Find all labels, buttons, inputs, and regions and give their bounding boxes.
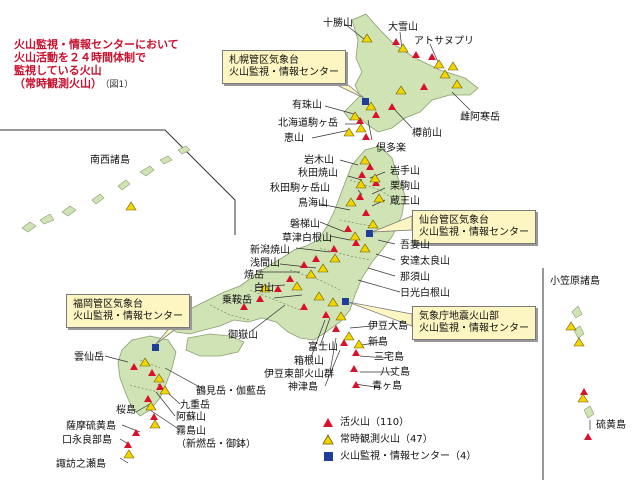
legend-monitored: 常時観測火山（47） (322, 431, 476, 448)
red-triangle-icon (323, 418, 333, 427)
label-iwojima: 硫黄島 (596, 420, 626, 431)
label-fuji: 富士山 (308, 342, 338, 353)
legend-active-label: 活火山（110） (340, 417, 410, 428)
label-taisetsu: 大雪山 (388, 22, 418, 33)
title-line-2: 火山活動を２４時間体制で (14, 51, 146, 64)
label-chokai: 鳥海山 (298, 198, 328, 209)
region-ogasawara: 小笠原諸島 (550, 276, 600, 287)
label-azuma: 吾妻山 (400, 240, 430, 251)
label-niigata-yakeyama: 新潟焼山 (250, 245, 290, 256)
title-line-3: 監視している火山 (14, 64, 102, 77)
callout-tokyo-line-1: 気象庁地震火山部 (419, 311, 499, 322)
label-usu: 有珠山 (292, 100, 322, 111)
label-izu-oshima: 伊豆大島 (368, 321, 408, 332)
ogasawara-islands (571, 305, 595, 419)
label-suwanosejima: 諏訪之瀬島 (56, 459, 106, 470)
label-asama: 浅間山 (250, 258, 280, 269)
monitored-volcano-markers (123, 33, 589, 459)
honshu-land (167, 145, 406, 341)
label-kuttara: 倶多楽 (376, 143, 406, 154)
label-nasu: 那須山 (400, 272, 430, 283)
label-shinmoe: （新燃岳・御鉢） (176, 439, 256, 450)
label-izu-tobu: 伊豆東部火山群 (264, 369, 334, 380)
legend-center-label: 火山監視・情報センター（4） (340, 451, 477, 462)
label-hakusan: 白山 (254, 283, 274, 294)
legend-center: 火山監視・情報センター（4） (322, 448, 476, 465)
callout-fukuoka-line-1: 福岡管区気象台 (73, 299, 143, 310)
label-kusatsu-shirane: 草津白根山 (282, 233, 332, 244)
center-markers (152, 98, 373, 351)
callout-fukuoka: 福岡管区気象台 火山監視・情報センター (66, 294, 190, 328)
label-tarumae: 樽前山 (412, 128, 442, 139)
label-bandai: 磐梯山 (290, 219, 320, 230)
label-yakedake: 焼岳 (244, 270, 264, 281)
callout-sapporo-line-1: 札幌管区気象台 (229, 55, 299, 66)
blue-square-icon (324, 452, 333, 461)
label-hachijojima: 八丈島 (380, 367, 410, 378)
title-line-1: 火山監視・情報センターにおいて (14, 38, 179, 51)
map-legend: 活火山（110） 常時観測火山（47） 火山監視・情報センター（4） (322, 414, 476, 465)
label-zao: 蔵王山 (390, 196, 420, 207)
label-akita-komagatake: 秋田駒ヶ岳山 (270, 183, 330, 194)
label-hakone: 箱根山 (294, 356, 324, 367)
nansei-islands (21, 145, 191, 233)
label-kurikoma: 栗駒山 (390, 181, 420, 192)
figure-number: （図1） (105, 80, 134, 90)
label-ontake: 御嶽山 (228, 330, 258, 341)
label-iwaki: 岩木山 (304, 155, 334, 166)
yellow-triangle-icon (322, 434, 334, 445)
callout-sapporo: 札幌管区気象台 火山監視・情報センター (222, 50, 346, 84)
map-title: 火山監視・情報センターにおいて 火山活動を２４時間体制で 監視している火山 （常… (14, 38, 179, 92)
region-nansei: 南西諸島 (90, 155, 130, 166)
label-norikura: 乗鞍岳 (222, 295, 252, 306)
shikoku-land (185, 333, 245, 357)
active-volcano-markers (124, 38, 592, 448)
hokkaido-land (343, 13, 479, 133)
callout-sendai: 仙台管区気象台 火山監視・情報センター (412, 210, 536, 244)
label-tokachi: 十勝山 (323, 18, 353, 29)
label-esan: 恵山 (284, 133, 304, 144)
label-kozushima: 神津島 (288, 382, 318, 393)
label-tsurumi: 鶴見岳・伽藍岳 (196, 386, 266, 397)
label-akita-yakeyama: 秋田焼山 (298, 168, 338, 179)
callout-fukuoka-line-2: 火山監視・情報センター (73, 311, 183, 322)
callout-sapporo-line-2: 火山監視・情報センター (229, 67, 339, 78)
nansei-inset-border (0, 129, 236, 235)
callout-sendai-line-2: 火山監視・情報センター (419, 227, 529, 238)
label-atosanupuri: アトサヌプリ (414, 36, 474, 47)
label-nikko-shirane: 日光白根山 (400, 288, 450, 299)
label-unzen: 雲仙岳 (74, 352, 104, 363)
title-line-4: （常時観測火山） (14, 77, 102, 90)
label-komagatake: 北海道駒ヶ岳 (278, 118, 338, 129)
label-miyakejima: 三宅島 (374, 352, 404, 363)
label-aso: 阿蘇山 (176, 412, 206, 423)
legend-active: 活火山（110） (322, 414, 476, 431)
label-kuju: 九重岳 (180, 400, 210, 411)
label-sakurajima: 桜島 (116, 405, 136, 416)
label-meakan: 雌阿寒岳 (460, 112, 500, 123)
callout-tokyo-line-2: 火山監視・情報センター (419, 323, 529, 334)
label-kuchinoerabu: 口永良部島 (62, 435, 112, 446)
callout-sendai-line-1: 仙台管区気象台 (419, 215, 489, 226)
label-niijima: 新島 (368, 337, 388, 348)
label-iwate: 岩手山 (390, 166, 420, 177)
callout-tokyo: 気象庁地震火山部 火山監視・情報センター (412, 306, 536, 340)
kyushu-land (117, 335, 177, 417)
label-satsuma-iojima: 薩摩硫黄島 (66, 421, 116, 432)
legend-monitored-label: 常時観測火山（47） (340, 434, 433, 445)
label-adatara: 安達太良山 (400, 256, 450, 267)
label-kirishima: 霧島山 (176, 426, 206, 437)
label-aogashima: 青ヶ島 (372, 381, 402, 392)
